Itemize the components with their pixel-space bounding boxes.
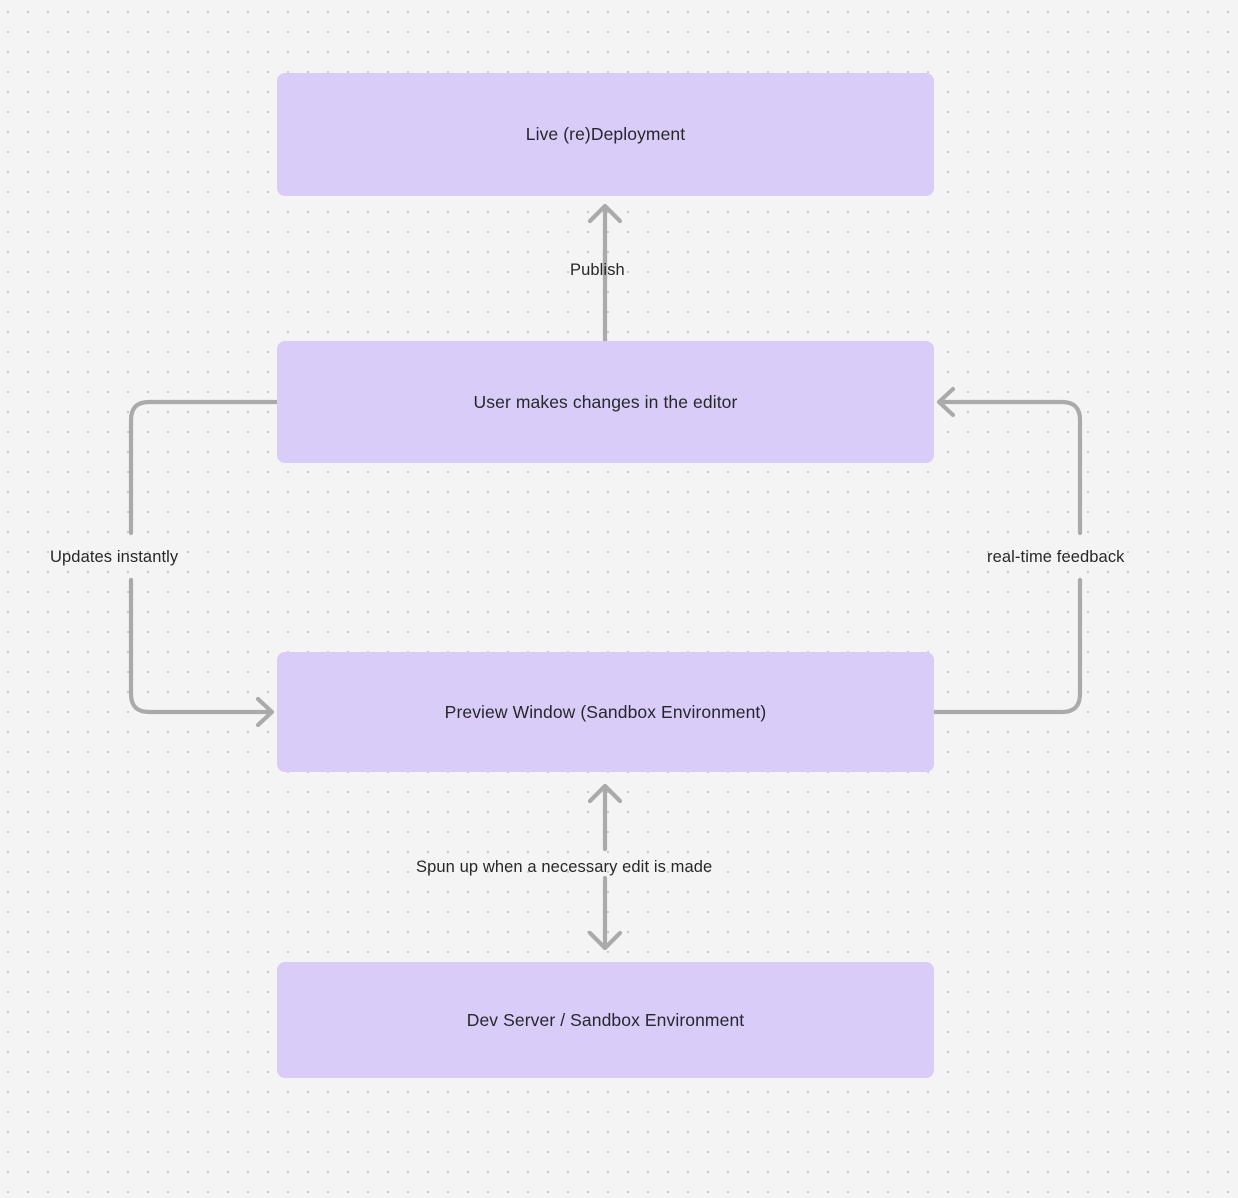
node-live-redeployment[interactable]: Live (re)Deployment [277,73,934,196]
node-preview-window[interactable]: Preview Window (Sandbox Environment) [277,652,934,772]
edge-label-spun-up: Spun up when a necessary edit is made [416,858,713,876]
edge-label-updates-instantly: Updates instantly [50,548,179,566]
edge-label-real-time-feedback: real-time feedback [987,548,1125,566]
node-dev-server[interactable]: Dev Server / Sandbox Environment [277,962,934,1078]
node-label: Live (re)Deployment [525,124,686,144]
edge-label-publish: Publish [570,261,625,279]
node-label: User makes changes in the editor [473,391,738,412]
node-label: Dev Server / Sandbox Environment [466,1009,745,1030]
node-label: Preview Window (Sandbox Environment) [444,701,767,722]
node-user-makes-changes[interactable]: User makes changes in the editor [277,341,934,463]
